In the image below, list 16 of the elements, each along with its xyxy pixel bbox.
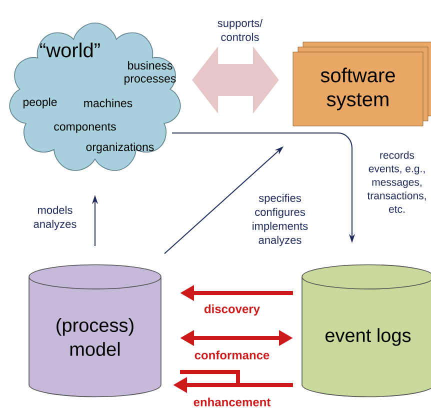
edge-label: enhancement bbox=[194, 398, 271, 406]
edge-label: discovery bbox=[204, 304, 260, 316]
edge-label: records events, e.g., messages, transactions, etc. bbox=[367, 151, 426, 213]
cloud-text: business processes bbox=[124, 61, 176, 85]
cloud-text: “world” bbox=[40, 42, 100, 58]
edge-label: supports/ controls bbox=[218, 18, 263, 42]
cloud-text: machines bbox=[84, 98, 132, 108]
cloud-text: components bbox=[54, 123, 116, 133]
cloud-text: people bbox=[23, 98, 57, 108]
edge-label: specifies configures implements analyzes bbox=[252, 194, 308, 246]
edge-label: conformance bbox=[194, 350, 270, 360]
cloud-text: organizations bbox=[86, 142, 154, 154]
database-cylinder: (process) model bbox=[28, 264, 162, 398]
database-cylinder: event logs bbox=[302, 264, 431, 398]
stacked-box: software system bbox=[292, 42, 431, 126]
edge-label: models analyzes bbox=[34, 206, 76, 230]
